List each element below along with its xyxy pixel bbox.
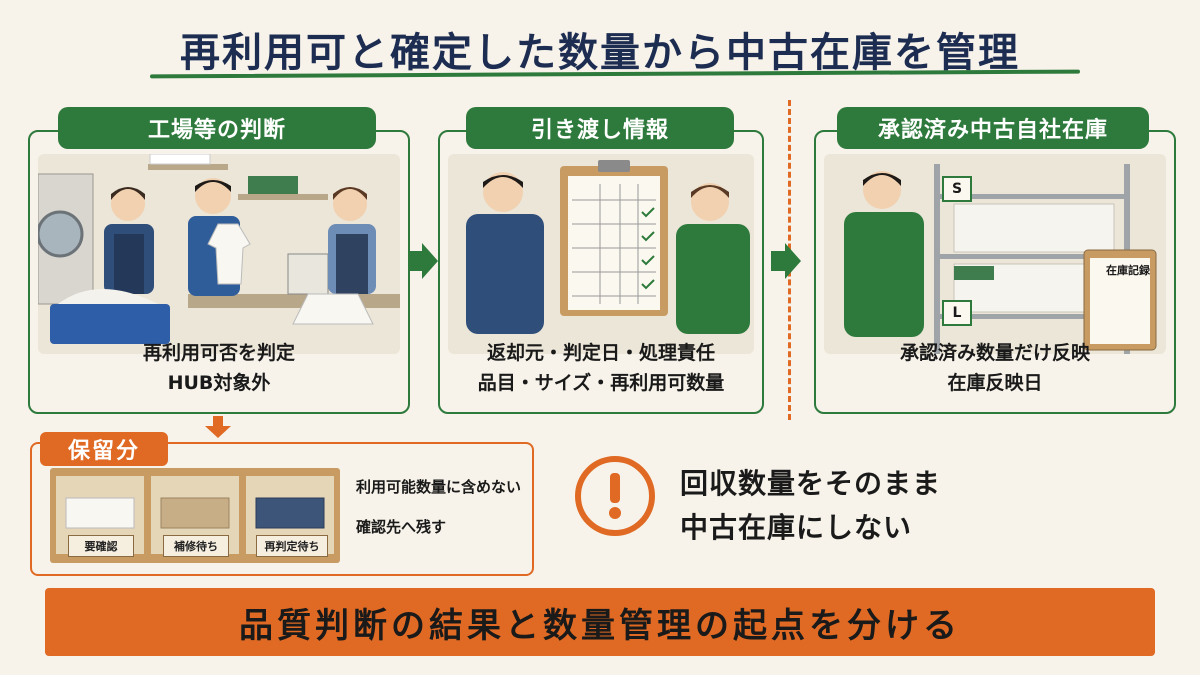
panel-2-caption: 返却元・判定日・処理責任 品目・サイズ・再利用可数量 bbox=[440, 338, 762, 398]
hold-shelf: 要確認 補修待ち 再判定待ち bbox=[50, 468, 340, 563]
inventory-record-title: 在庫記録 bbox=[1106, 264, 1150, 277]
panel-handover-info: 返却元・判定日・処理責任 品目・サイズ・再利用可数量 bbox=[438, 130, 764, 414]
panel-3-header: 承認済み中古自社在庫 bbox=[837, 107, 1149, 149]
footer-banner: 品質判断の結果と数量管理の起点を分ける bbox=[45, 588, 1155, 656]
panel-1-header: 工場等の判断 bbox=[58, 107, 376, 149]
panel-approved-inventory: S L 在庫記録 承認済み数量だけ反映 在庫反映日 bbox=[814, 130, 1176, 414]
caption-line: 再利用可否を判定 bbox=[142, 342, 295, 364]
hold-header: 保留分 bbox=[40, 432, 168, 466]
factory-illustration bbox=[38, 154, 400, 354]
hold-note: 確認先へ残す bbox=[356, 518, 447, 536]
hold-note: 利用可能数量に含めない bbox=[356, 478, 522, 496]
panel-1-caption: 再利用可否を判定 HUB対象外 bbox=[30, 338, 408, 398]
panel-2-header: 引き渡し情報 bbox=[466, 107, 734, 149]
handover-illustration bbox=[448, 154, 754, 354]
page-title: 再利用可と確定した数量から中古在庫を管理 bbox=[180, 30, 1020, 76]
caption-line: 在庫反映日 bbox=[947, 372, 1043, 394]
panel-3-caption: 承認済み数量だけ反映 在庫反映日 bbox=[816, 338, 1174, 398]
caption-line: HUB対象外 bbox=[167, 372, 271, 394]
caption-line: 返却元・判定日・処理責任 bbox=[486, 342, 715, 364]
caption-line: 承認済み数量だけ反映 bbox=[899, 342, 1090, 364]
arrow-down-icon bbox=[205, 416, 231, 438]
warning-icon bbox=[575, 456, 655, 536]
panel-factory-judgment: 再利用可否を判定 HUB対象外 bbox=[28, 130, 410, 414]
shelf-tag-small: S bbox=[942, 176, 972, 202]
shelf-label-needs-check: 要確認 bbox=[68, 535, 134, 557]
shelf-tag-large: L bbox=[942, 300, 972, 326]
arrow-right-icon bbox=[408, 243, 438, 279]
arrow-right-icon bbox=[771, 243, 801, 279]
warning-line: 中古在庫にしない bbox=[680, 511, 913, 544]
warning-line: 回収数量をそのまま bbox=[680, 467, 942, 500]
inventory-illustration bbox=[824, 154, 1166, 354]
caption-line: 品目・サイズ・再利用可数量 bbox=[477, 372, 725, 394]
shelf-label-awaiting-repair: 補修待ち bbox=[163, 535, 229, 557]
shelf-label-awaiting-rejudge: 再判定待ち bbox=[256, 535, 328, 557]
